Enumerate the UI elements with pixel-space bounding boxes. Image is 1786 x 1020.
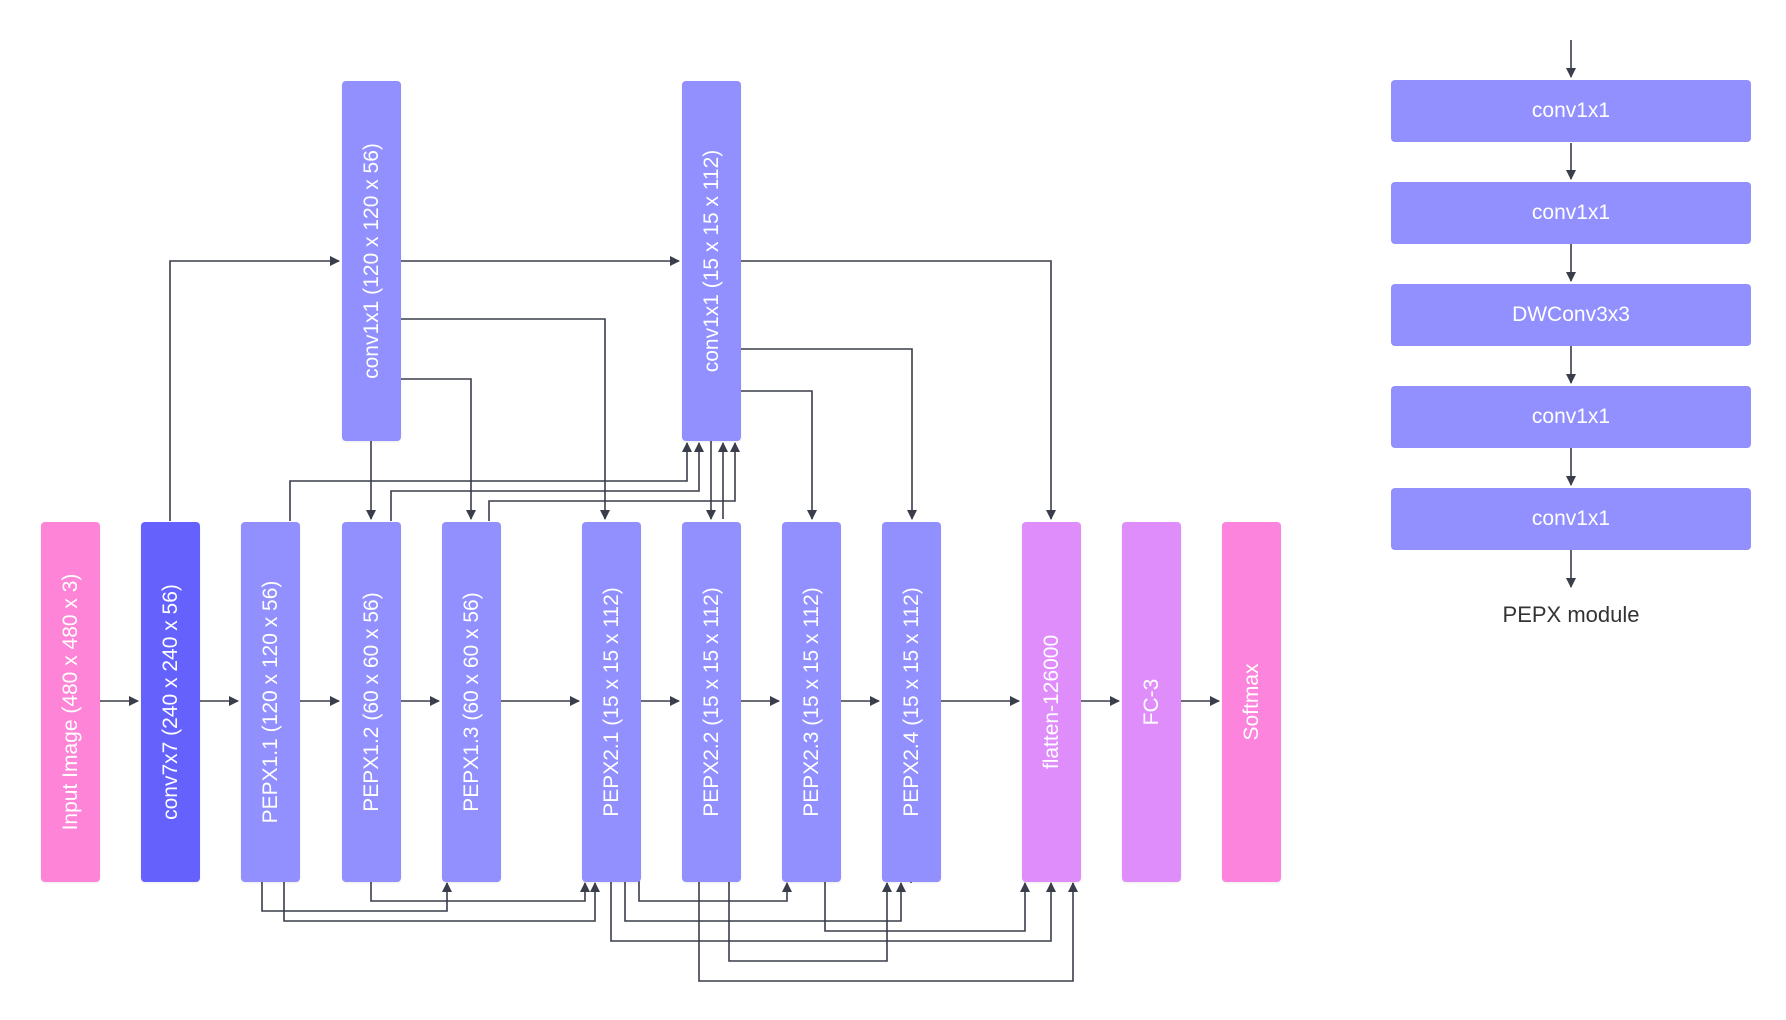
node-label: PEPX2.3 (15 x 15 x 112) xyxy=(799,587,823,817)
edge-p11-p13 xyxy=(261,881,452,912)
node-pepx-2-4: PEPX2.4 (15 x 15 x 112) xyxy=(882,522,941,882)
node-label: PEPX2.1 (15 x 15 x 112) xyxy=(599,587,623,817)
edge-p13-c2 xyxy=(488,442,740,521)
node-fc: FC-3 xyxy=(1122,522,1181,882)
node-pepx-1-2: PEPX1.2 (60 x 60 x 56) xyxy=(342,522,401,882)
node-label: PEPX2.2 (15 x 15 x 112) xyxy=(699,587,723,817)
edge-c2-p24 xyxy=(741,348,917,520)
module-block-label: DWConv3x3 xyxy=(1512,303,1630,326)
edge-p21-p24 xyxy=(624,881,906,922)
node-pepx-1-3: PEPX1.3 (60 x 60 x 56) xyxy=(442,522,501,882)
edge-p22-p23 xyxy=(638,881,792,902)
module-block-label: conv1x1 xyxy=(1531,405,1611,428)
edge-p11-p21 xyxy=(283,881,600,922)
module-block-conv1x1-4: conv1x1 xyxy=(1391,488,1751,550)
edge-p12-p21 xyxy=(370,881,590,902)
node-flatten: flatten-126000 xyxy=(1022,522,1081,882)
edge-p12-c2 xyxy=(390,442,704,521)
node-label: Input Image (480 x 480 x 3) xyxy=(58,573,82,831)
node-label: flatten-126000 xyxy=(1039,634,1063,770)
module-caption: PEPX module xyxy=(1502,602,1640,627)
node-softmax: Softmax xyxy=(1222,522,1281,882)
edge-c1-p13 xyxy=(401,378,476,520)
node-label: PEPX1.3 (60 x 60 x 56) xyxy=(459,592,483,812)
module-block-label: conv1x1 xyxy=(1531,99,1611,122)
edge-c2-flatten xyxy=(741,260,1056,520)
node-pepx-2-2: PEPX2.2 (15 x 15 x 112) xyxy=(682,522,741,882)
node-input-image: Input Image (480 x 480 x 3) xyxy=(41,522,100,882)
module-block-conv1x1-1: conv1x1 xyxy=(1391,80,1751,142)
node-label: FC-3 xyxy=(1139,678,1163,726)
edge-p21-flatten xyxy=(610,881,1056,942)
node-label: Softmax xyxy=(1239,663,1263,741)
edge-conv7-c1 xyxy=(169,256,340,521)
node-pepx-2-1: PEPX2.1 (15 x 15 x 112) xyxy=(582,522,641,882)
node-label: conv1x1 (15 x 15 x 112) xyxy=(699,149,723,373)
connection-lines xyxy=(100,40,1576,982)
module-block-conv1x1-3: conv1x1 xyxy=(1391,386,1751,448)
edge-p22-p24 xyxy=(728,881,892,962)
module-block-conv1x1-2: conv1x1 xyxy=(1391,182,1751,244)
edge-p22-flatten xyxy=(698,881,1078,982)
node-pepx-1-1: PEPX1.1 (120 x 120 x 56) xyxy=(241,522,300,882)
node-conv7x7: conv7x7 (240 x 240 x 56) xyxy=(141,522,200,882)
edge-p11-c2 xyxy=(289,442,692,521)
node-label: PEPX1.1 (120 x 120 x 56) xyxy=(258,580,282,824)
node-pepx-2-3: PEPX2.3 (15 x 15 x 112) xyxy=(782,522,841,882)
node-label: PEPX2.4 (15 x 15 x 112) xyxy=(899,587,923,817)
edge-c2-p23 xyxy=(741,390,817,520)
edge-c1-p21 xyxy=(401,318,610,520)
module-block-dwconv3x3: DWConv3x3 xyxy=(1391,284,1751,346)
node-label: conv1x1 (120 x 120 x 56) xyxy=(359,143,383,379)
node-label: conv7x7 (240 x 240 x 56) xyxy=(158,584,182,820)
node-conv1x1-stage1: conv1x1 (120 x 120 x 56) xyxy=(342,81,401,441)
node-label: PEPX1.2 (60 x 60 x 56) xyxy=(359,592,383,812)
node-conv1x1-stage2: conv1x1 (15 x 15 x 112) xyxy=(682,81,741,441)
edge-p23-flatten xyxy=(824,881,1030,932)
module-block-label: conv1x1 xyxy=(1531,507,1611,530)
module-block-label: conv1x1 xyxy=(1531,201,1611,224)
